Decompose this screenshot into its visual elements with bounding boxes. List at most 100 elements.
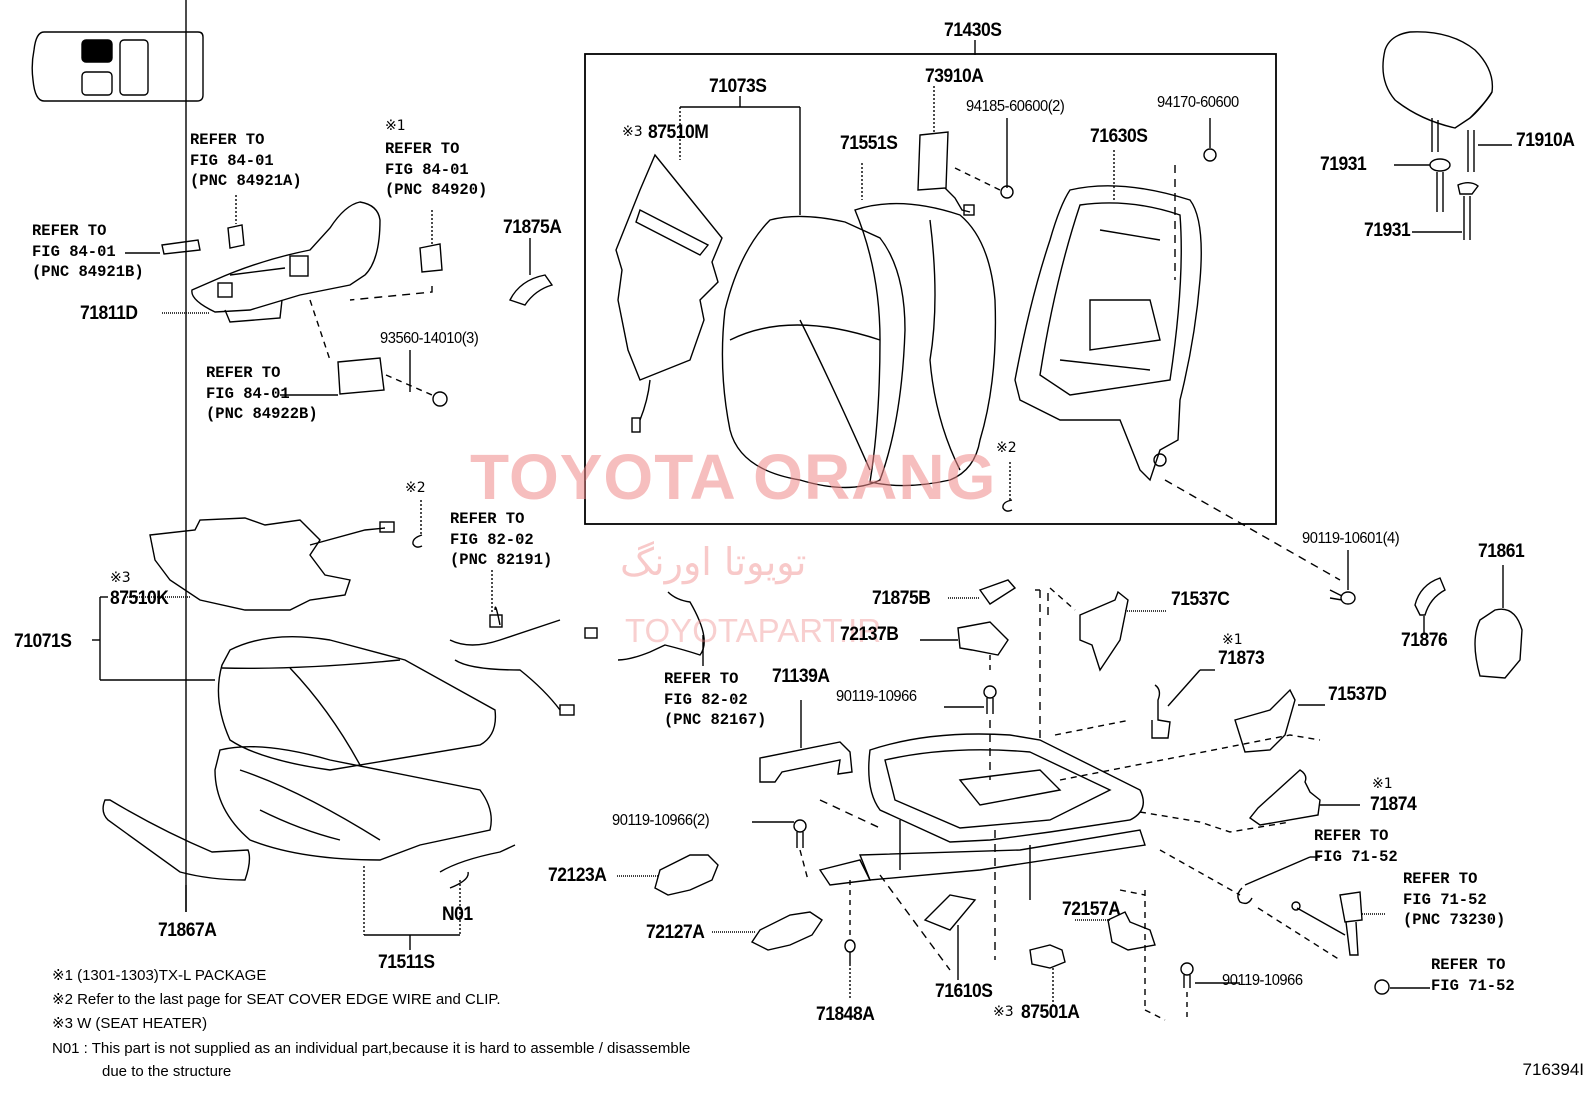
part-label[interactable]: 71867A bbox=[158, 920, 217, 941]
footnote-n01: N01 : This part is not supplied as an in… bbox=[52, 1040, 691, 1057]
cover-71875A bbox=[509, 274, 554, 306]
note-mark: ※1 bbox=[1372, 776, 1393, 792]
part-label[interactable]: 71861 bbox=[1478, 541, 1525, 562]
footnote-n01-cont: due to the structure bbox=[102, 1063, 232, 1080]
headrest bbox=[1382, 31, 1494, 172]
seat-position-locator-icon bbox=[31, 31, 204, 102]
part-label[interactable]: 71537C bbox=[1171, 589, 1230, 610]
side-cover-71139A bbox=[759, 741, 853, 783]
recliner-cover-71861 bbox=[1474, 608, 1523, 679]
watermark-persian: تویوتا اورنگ bbox=[620, 540, 807, 584]
headrest-guide bbox=[1429, 158, 1479, 240]
heater-controller-87501A bbox=[1029, 944, 1066, 969]
wire-hook-71874 bbox=[1248, 769, 1321, 826]
bracket-72127A bbox=[750, 911, 823, 951]
figure-id: 716394I bbox=[1522, 1060, 1584, 1079]
watermark-site: TOYOTAPART.IR bbox=[625, 612, 882, 649]
switch-84920 bbox=[419, 243, 443, 273]
part-label[interactable]: 93560-14010(3) bbox=[380, 330, 479, 347]
footnote-3: ※3 W (SEAT HEATER) bbox=[52, 1015, 208, 1032]
part-label[interactable]: 71073S bbox=[709, 76, 767, 97]
part-label[interactable]: 71875B bbox=[872, 588, 931, 609]
part-label[interactable]: 71931 bbox=[1364, 220, 1411, 241]
part-label[interactable]: 73910A bbox=[925, 66, 984, 87]
part-label[interactable]: 72127A bbox=[646, 922, 705, 943]
clip-71-52 bbox=[1237, 887, 1253, 905]
part-label[interactable]: 71873 bbox=[1218, 648, 1265, 669]
part-label[interactable]: 71139A bbox=[772, 666, 830, 687]
part-label[interactable]: 87510K bbox=[110, 588, 169, 609]
reference-84920[interactable]: REFER TO FIG 84-01 (PNC 84920) bbox=[385, 140, 488, 199]
part-label[interactable]: 87510M bbox=[648, 122, 709, 143]
seatback-frame bbox=[1014, 185, 1202, 482]
reference-71-52-clip[interactable]: REFER TO FIG 71-52 bbox=[1314, 827, 1398, 866]
clip-71848A bbox=[844, 939, 856, 966]
reference-73230[interactable]: REFER TO FIG 71-52 (PNC 73230) bbox=[1403, 870, 1506, 929]
switch-knob-84921A bbox=[227, 224, 245, 249]
part-label[interactable]: 71875A bbox=[503, 217, 562, 238]
nut-71-52 bbox=[1374, 979, 1390, 995]
seat-cushion-cover bbox=[217, 635, 497, 771]
bracket-72123A bbox=[654, 854, 719, 896]
seatback-cushion-pad bbox=[721, 215, 906, 489]
part-label[interactable]: 71931 bbox=[1320, 154, 1367, 175]
part-label[interactable]: 87501A bbox=[1021, 1002, 1080, 1023]
note-mark: ※3 bbox=[110, 570, 131, 586]
part-label[interactable]: N01 bbox=[442, 904, 473, 925]
part-label[interactable]: 71071S bbox=[14, 631, 72, 652]
reference-84921A[interactable]: REFER TO FIG 84-01 (PNC 84921A) bbox=[190, 131, 302, 190]
wire-harness-82167 bbox=[617, 591, 705, 661]
seat-frame-adjuster bbox=[818, 733, 1146, 931]
part-label[interactable]: 71430S bbox=[944, 20, 1002, 41]
seat-cushion-pad bbox=[214, 745, 492, 861]
note-mark: ※3 bbox=[993, 1004, 1014, 1020]
part-label[interactable]: 71537D bbox=[1328, 684, 1387, 705]
reference-82191[interactable]: REFER TO FIG 82-02 (PNC 82191) bbox=[450, 510, 553, 569]
part-label[interactable]: 94170-60600 bbox=[1157, 94, 1239, 111]
cover-71876 bbox=[1414, 577, 1446, 616]
part-label[interactable]: 90119-10966 bbox=[836, 688, 917, 705]
note-mark: ※1 bbox=[1222, 632, 1243, 648]
reference-71-52-nut[interactable]: REFER TO FIG 71-52 bbox=[1431, 956, 1515, 995]
part-label[interactable]: 90119-10966 bbox=[1222, 972, 1303, 989]
part-label[interactable]: 90119-10966(2) bbox=[612, 812, 710, 829]
part-label[interactable]: 94185-60600(2) bbox=[966, 98, 1065, 115]
side-airbag-module bbox=[917, 131, 975, 216]
reference-84921B[interactable]: REFER TO FIG 84-01 (PNC 84921B) bbox=[32, 222, 144, 281]
part-label[interactable]: 71630S bbox=[1090, 126, 1148, 147]
bolt-90119-10966-2 bbox=[793, 819, 807, 848]
hinge-cover-71537C bbox=[1079, 590, 1129, 672]
seat-cushion-heater-mat bbox=[149, 517, 395, 611]
part-label[interactable]: 72123A bbox=[548, 865, 607, 886]
part-label[interactable]: 71551S bbox=[840, 133, 898, 154]
footnote-2: ※2 Refer to the last page for SEAT COVER… bbox=[52, 991, 501, 1008]
reference-82167[interactable]: REFER TO FIG 82-02 (PNC 82167) bbox=[664, 670, 767, 729]
note-mark: ※2 bbox=[405, 480, 426, 496]
reference-84922B[interactable]: REFER TO FIG 84-01 (PNC 84922B) bbox=[206, 364, 318, 423]
bolt-90119-10966 bbox=[983, 685, 997, 714]
part-label[interactable]: 71811D bbox=[80, 303, 138, 324]
part-label[interactable]: 71848A bbox=[816, 1004, 875, 1025]
note-mark: ※3 bbox=[622, 124, 643, 140]
seatbelt-buckle bbox=[1291, 891, 1363, 956]
bolt-90119-10601 bbox=[1329, 589, 1356, 605]
part-label[interactable]: 71910A bbox=[1516, 130, 1575, 151]
seat-side-shield bbox=[191, 201, 381, 323]
part-label[interactable]: 71874 bbox=[1370, 794, 1417, 815]
bracket-72137B bbox=[957, 621, 1009, 656]
seatback-cover bbox=[854, 202, 997, 487]
note-mark: ※2 bbox=[996, 440, 1017, 456]
part-label[interactable]: 72157A bbox=[1062, 899, 1121, 920]
note-mark: ※1 bbox=[385, 118, 406, 134]
seatback-assembly-box bbox=[584, 40, 1277, 525]
hinge-cover-71537D bbox=[1234, 688, 1296, 753]
part-label[interactable]: 72137B bbox=[840, 624, 899, 645]
seat-cushion-shield-71867A bbox=[102, 799, 251, 881]
part-label[interactable]: 71511S bbox=[378, 952, 435, 973]
part-label[interactable]: 90119-10601(4) bbox=[1302, 530, 1400, 547]
part-label[interactable]: 71876 bbox=[1401, 630, 1448, 651]
switch-84922B bbox=[337, 357, 385, 395]
part-label[interactable]: 71610S bbox=[935, 981, 993, 1002]
